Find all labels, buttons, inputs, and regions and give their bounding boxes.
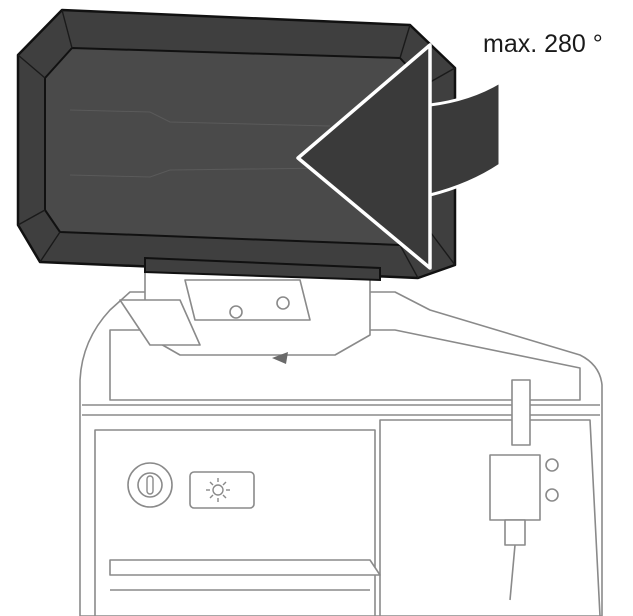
control-panel [127, 462, 255, 509]
side-connector [489, 379, 559, 601]
mount-hole-left [229, 305, 243, 319]
sun-icon [206, 478, 230, 502]
display-unit [16, 8, 457, 282]
rotation-arrow-tail [428, 80, 502, 197]
display-stand [144, 256, 381, 282]
pointer-mark [272, 352, 288, 364]
power-button[interactable] [127, 462, 173, 508]
power-icon [137, 472, 163, 498]
rotation-arrow [296, 43, 502, 270]
light-button[interactable] [189, 471, 255, 509]
rotation-arrow-head [296, 43, 432, 270]
rotation-limit-label: max. 280 ° [483, 30, 603, 58]
device-housing [79, 291, 603, 616]
mount-hole-right [276, 296, 290, 310]
